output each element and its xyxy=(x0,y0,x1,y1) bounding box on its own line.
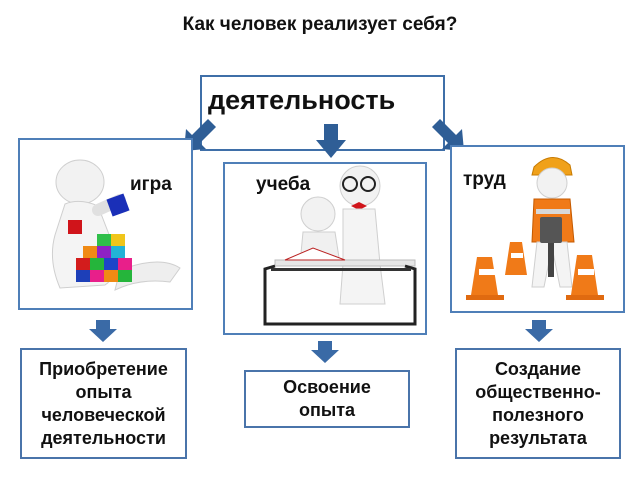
arrow-down-icon xyxy=(525,320,553,342)
result-box-study: Освоение опыта xyxy=(244,370,410,428)
result-line: Освоение xyxy=(283,377,371,397)
result-line: деятельности xyxy=(41,427,166,448)
study-figures-icon xyxy=(263,165,417,326)
arrow-down-icon xyxy=(311,341,339,363)
result-box-play: Приобретение опыта человеческой деятельн… xyxy=(20,348,187,459)
result-line: полезного xyxy=(492,404,584,425)
study-label: учеба xyxy=(256,174,311,195)
result-line: опыта xyxy=(75,381,132,402)
result-line: Создание xyxy=(494,358,582,379)
activity-box xyxy=(200,75,445,151)
work-panel xyxy=(450,145,625,313)
arrow-down-right-icon xyxy=(432,119,464,151)
result-line: Приобретение xyxy=(39,358,168,379)
arrow-down-icon xyxy=(89,320,117,342)
page-title: Как человек реализует себя? xyxy=(182,14,458,35)
play-figure-icon xyxy=(51,159,181,291)
play-panel xyxy=(18,138,193,310)
result-line: результата xyxy=(489,427,587,448)
result-box-work: Создание общественно- полезного результа… xyxy=(455,348,621,459)
play-label: игра xyxy=(130,174,172,195)
result-line: опыта xyxy=(298,400,356,420)
activity-label: деятельность xyxy=(208,85,396,115)
result-line: человеческой xyxy=(41,404,166,425)
study-panel xyxy=(223,162,427,335)
result-line: общественно- xyxy=(475,381,601,402)
arrow-down-icon xyxy=(316,124,346,158)
work-label: труд xyxy=(463,169,506,190)
worker-figure-icon xyxy=(466,157,604,300)
